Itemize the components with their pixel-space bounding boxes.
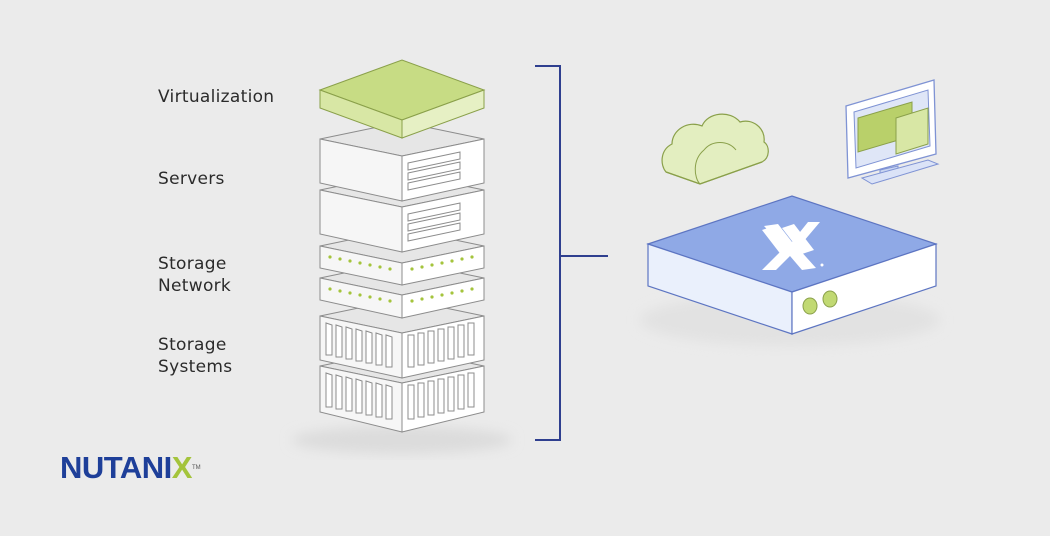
logo-trademark: TM: [191, 465, 201, 471]
grouping-bracket: [535, 65, 608, 441]
logo-x-letter: X: [171, 450, 193, 485]
cloud-icon: [661, 113, 769, 185]
nutanix-logo: NUTANIXTM: [60, 452, 201, 484]
virtualization-layer: [318, 59, 486, 139]
monitor-icon: [845, 79, 940, 185]
nutanix-x-logo: [762, 222, 824, 270]
label-virtualization: Virtualization: [158, 87, 275, 107]
label-storage-network: Storage Network: [158, 254, 232, 296]
label-servers: Servers: [158, 169, 225, 189]
traditional-stack: [292, 59, 512, 454]
nutanix-appliance-icon: [640, 195, 940, 346]
logo-text: NUTANI: [60, 450, 172, 485]
label-storage-systems: Storage Systems: [158, 335, 233, 377]
server-unit-1: [319, 121, 485, 202]
